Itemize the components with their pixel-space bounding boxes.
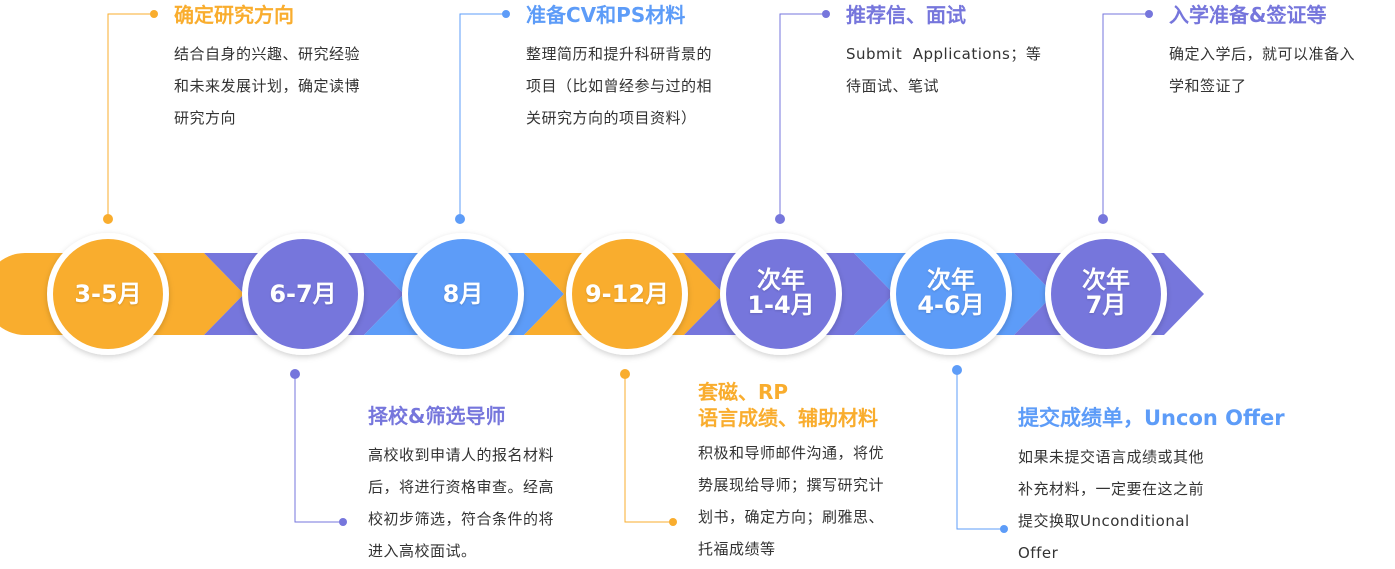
stage-label-4: 9-12月 [572,282,682,307]
desc-line: 整理简历和提升科研背景的 [526,45,713,63]
stage-label-line: 次年 [927,266,975,294]
step-4-block: 套磁、RP 语言成绩、辅助材料 积极和导师邮件沟通，将优 势展现给导师；撰写研究… [698,379,948,565]
stage-label-line: 3-5月 [74,280,142,308]
step-6-block: 提交成绩单，Uncon Offer 如果未提交语言成绩或其他 补充材料，一定要在… [1018,405,1338,569]
desc-line: 进入高校面试。 [368,542,477,560]
step-5-title: 推荐信、面试 [846,3,966,27]
stage-circle [402,233,524,355]
desc-line: 补充材料，一定要在这之前 [1018,480,1205,498]
desc-line: 如果未提交语言成绩或其他 [1018,448,1205,466]
stage-circle [1045,233,1167,355]
desc-line: 校初步筛选，符合条件的将 [368,510,555,528]
connector-step-3 [455,10,510,224]
connector-step-7 [1098,10,1153,224]
desc-line: 划书，确定方向；刷雅思、 [698,508,885,526]
step-4-title: 套磁、RP 语言成绩、辅助材料 [698,379,948,431]
stage-label-1: 3-5月 [53,282,163,307]
desc-line: 提交换取Unconditional [1018,512,1190,530]
step-7-title: 入学准备&签证等 [1169,3,1327,27]
step-1-block: 确定研究方向 结合自身的兴趣、研究经验 和未来发展计划，确定读博 研究方向 [174,2,424,134]
stage-label-line: 7月 [1085,291,1127,319]
connector-step-2 [290,369,347,526]
step-4-description: 积极和导师邮件沟通，将优 势展现给导师；撰写研究计 划书，确定方向；刷雅思、 托… [698,437,948,565]
step-2-title: 择校&筛选导师 [368,404,506,428]
stage-label-line: 9-12月 [584,280,670,308]
step-3-description: 整理简历和提升科研背景的 项目（比如曾经参与过的相 关研究方向的项目资料） [526,38,776,134]
desc-line: 后，将进行资格审查。经高 [368,478,555,496]
step-7-description: 确定入学后，就可以准备入 学和签证了 [1169,38,1391,102]
timeline-band-start [0,253,48,335]
connector-step-4 [620,369,677,526]
desc-line: Offer [1018,544,1059,562]
stage-label-line: 4-6月 [917,291,985,319]
stage-label-line: 1-4月 [747,291,815,319]
step-5-description: Submit Applications；等 待面试、笔试 [846,38,1096,102]
desc-line: 积极和导师邮件沟通，将优 [698,444,885,462]
stage-circle [566,233,688,355]
step-1-description: 结合自身的兴趣、研究经验 和未来发展计划，确定读博 研究方向 [174,38,424,134]
desc-line: 待面试、笔试 [846,77,940,95]
connector-step-5 [775,10,830,224]
stage-label-2: 6-7月 [248,282,358,307]
step-6-description: 如果未提交语言成绩或其他 补充材料，一定要在这之前 提交换取Unconditio… [1018,441,1338,569]
desc-line: 关研究方向的项目资料） [526,109,697,127]
desc-line: Submit Applications；等 [846,45,1042,63]
desc-line: 结合自身的兴趣、研究经验 [174,45,361,63]
step-7-block: 入学准备&签证等 确定入学后，就可以准备入 学和签证了 [1169,2,1391,102]
desc-line: 托福成绩等 [698,540,776,558]
stage-label-line: 次年 [757,266,805,294]
title-line: 套磁、RP [698,380,789,404]
desc-line: 研究方向 [174,109,237,127]
connector-step-6 [952,365,1008,533]
connector-step-1 [103,10,158,224]
step-3-title: 准备CV和PS材料 [526,3,686,27]
desc-line: 势展现给导师；撰写研究计 [698,476,885,494]
desc-line: 和未来发展计划，确定读博 [174,77,361,95]
stage-circle [720,233,842,355]
desc-line: 确定入学后，就可以准备入 [1169,45,1356,63]
stage-label-line: 6-7月 [269,280,337,308]
stage-circle [47,233,169,355]
stage-label-3: 8月 [408,282,518,307]
step-2-block: 择校&筛选导师 高校收到申请人的报名材料 后，将进行资格审查。经高 校初步筛选，… [368,403,618,567]
stage-label-line: 8月 [442,280,484,308]
stage-label-line: 次年 [1082,266,1130,294]
desc-line: 高校收到申请人的报名材料 [368,446,555,464]
step-2-description: 高校收到申请人的报名材料 后，将进行资格审查。经高 校初步筛选，符合条件的将 进… [368,439,618,567]
stage-circle [242,233,364,355]
step-1-title: 确定研究方向 [174,3,294,27]
step-5-block: 推荐信、面试 Submit Applications；等 待面试、笔试 [846,2,1096,102]
title-line: 语言成绩、辅助材料 [698,406,878,430]
desc-line: 项目（比如曾经参与过的相 [526,77,713,95]
stage-circle [890,233,1012,355]
step-6-title: 提交成绩单，Uncon Offer [1018,406,1285,430]
step-3-block: 准备CV和PS材料 整理简历和提升科研背景的 项目（比如曾经参与过的相 关研究方… [526,2,776,134]
desc-line: 学和签证了 [1169,77,1247,95]
